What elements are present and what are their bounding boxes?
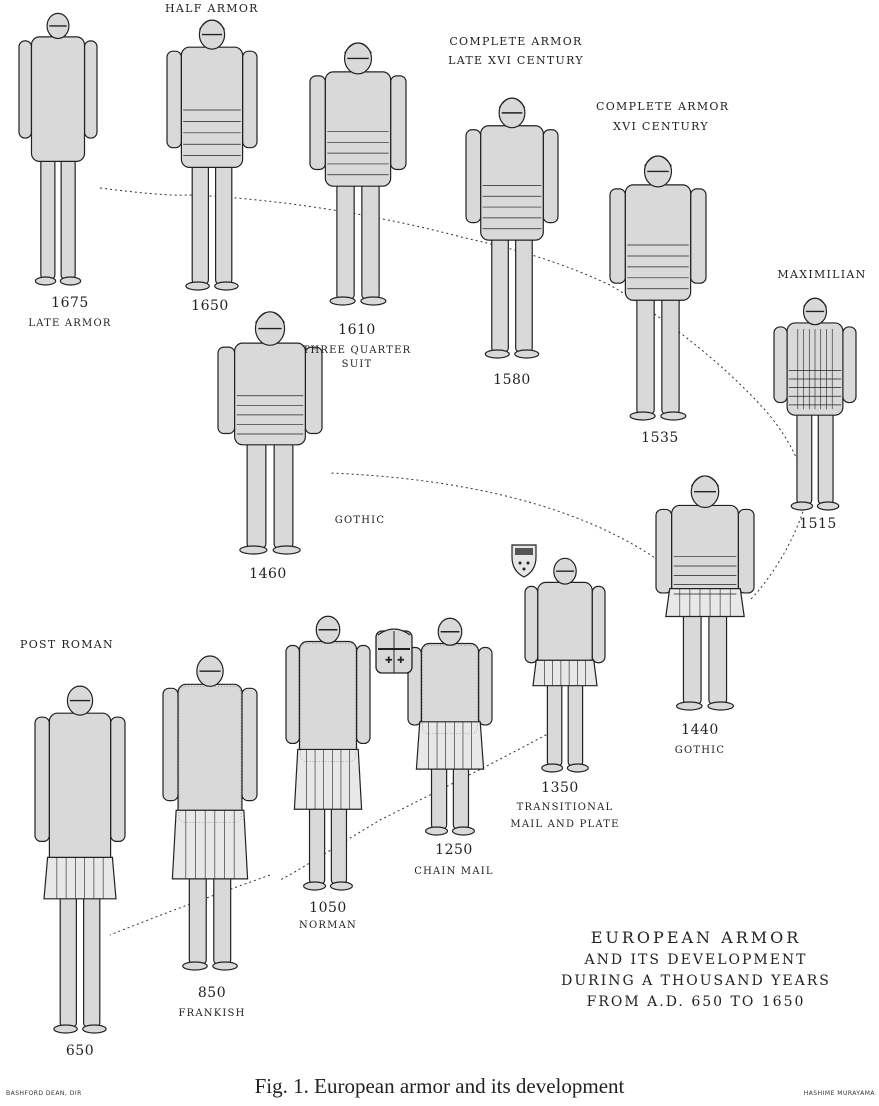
- great-helm-icon: ✚ ✚: [376, 629, 412, 673]
- armor-figure-1535: [610, 156, 706, 420]
- armor-figure-1440: [656, 476, 754, 710]
- year-650: 650: [50, 1043, 110, 1059]
- title-line-4: FROM A.D. 650 TO 1650: [546, 994, 846, 1010]
- year-1250: 1250: [424, 842, 484, 858]
- year-1350: 1350: [530, 780, 590, 796]
- heading-post-roman: POST ROMAN: [12, 638, 122, 651]
- title-line-2: AND ITS DEVELOPMENT: [546, 952, 846, 968]
- year-1460: 1460: [238, 566, 298, 582]
- year-850: 850: [182, 985, 242, 1001]
- year-1440: 1440: [670, 722, 730, 738]
- credit-left: BASHFORD DEAN, DIR: [6, 1090, 82, 1097]
- heading-complete-late-line1: COMPLETE ARMOR: [446, 35, 586, 48]
- year-1610: 1610: [327, 322, 387, 338]
- style-850: FRANKISH: [162, 1008, 262, 1019]
- armor-figure-850: [163, 656, 257, 970]
- svg-text:✚: ✚: [385, 656, 393, 666]
- style-1610-line2: SUIT: [297, 359, 417, 370]
- figure-caption: Fig. 1. European armor and its developme…: [0, 1074, 879, 1099]
- armor-figure-1610: [310, 43, 406, 305]
- year-1050: 1050: [298, 900, 358, 916]
- year-1675: 1675: [40, 295, 100, 311]
- year-1515: 1515: [788, 516, 848, 532]
- armor-figure-1250: [408, 618, 492, 835]
- style-1440: GOTHIC: [660, 745, 740, 756]
- heading-maximilian: MAXIMILIAN: [772, 268, 872, 281]
- armor-figure-1515: [774, 298, 856, 510]
- year-1535: 1535: [630, 430, 690, 446]
- heading-half-armor: HALF ARMOR: [165, 2, 255, 15]
- heading-complete-xvi-line2: XVI CENTURY: [596, 120, 726, 133]
- style-1460: GOTHIC: [320, 515, 400, 526]
- style-1050: NORMAN: [288, 920, 368, 931]
- heading-complete-late-line2: LATE XVI CENTURY: [446, 54, 586, 67]
- style-1675: LATE ARMOR: [20, 318, 120, 329]
- armor-figure-1650: [167, 20, 257, 290]
- style-1350-line1: TRANSITIONAL: [500, 802, 630, 813]
- style-1610-line1: THREE QUARTER: [297, 345, 417, 356]
- title-line-3: DURING A THOUSAND YEARS: [546, 973, 846, 989]
- year-1580: 1580: [482, 372, 542, 388]
- title-line-1: EUROPEAN ARMOR: [546, 928, 846, 947]
- style-1250: CHAIN MAIL: [404, 866, 504, 877]
- armor-figure-1675: [19, 13, 97, 285]
- armor-figure-1050: [286, 616, 370, 890]
- armor-figure-1580: [466, 98, 558, 358]
- heading-complete-xvi-line1: COMPLETE ARMOR: [596, 100, 726, 113]
- credit-right: HASHIME MURAYAMA: [804, 1090, 875, 1097]
- armor-figure-650: [35, 686, 125, 1033]
- svg-text:✚: ✚: [397, 656, 405, 666]
- heraldic-shield-icon: [512, 545, 536, 577]
- year-1650: 1650: [180, 298, 240, 314]
- style-1350-line2: MAIL AND PLATE: [500, 819, 630, 830]
